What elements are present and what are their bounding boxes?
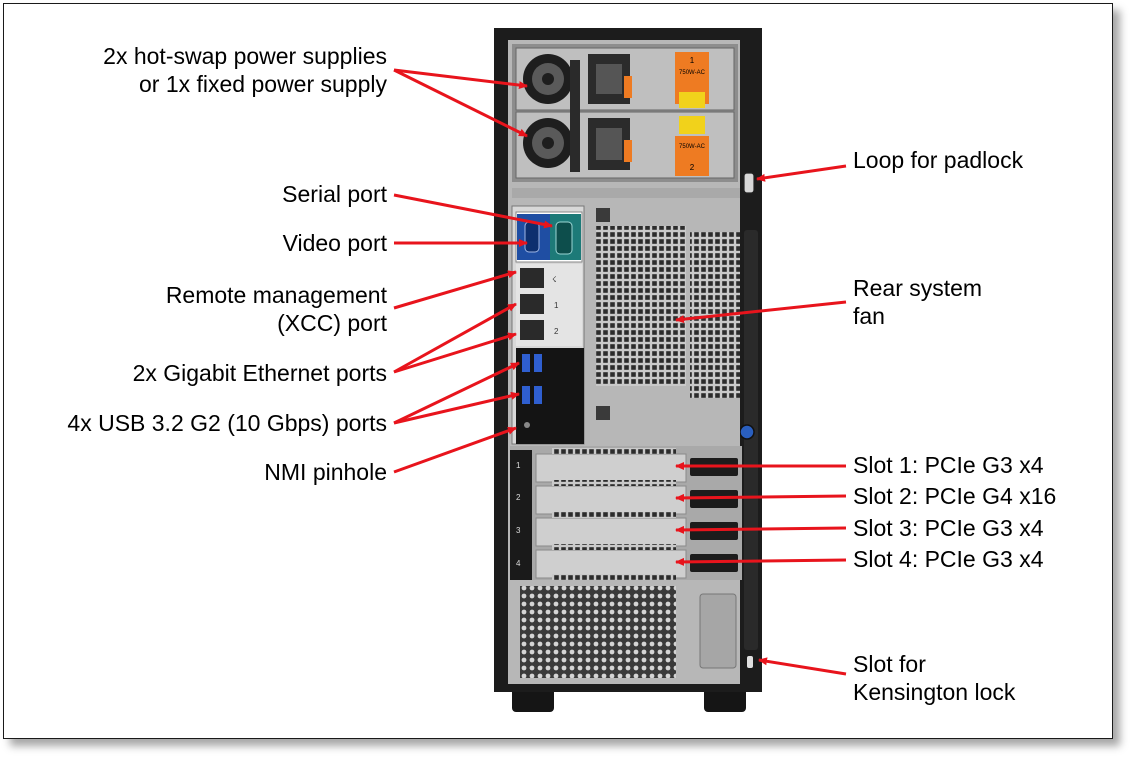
kensington-cover [699,593,737,669]
chassis-foot-left [512,686,554,712]
chassis-side-rail [744,230,758,650]
slot-number-2: 2 [516,493,521,502]
kensington-slot [747,656,753,668]
label-remote-management: Remote management (XCC) port [165,282,387,336]
label-video-port: Video port [282,230,387,256]
slot-number-4: 4 [516,559,521,568]
ethernet-port-1 [520,294,544,314]
arrow-psu-2 [393,68,528,138]
xcc-ethernet-port [520,268,544,288]
psu-2-label [675,136,709,176]
label-rear-fan: Rear system fan [853,275,983,329]
usb-port [522,354,530,372]
warning-label [679,116,705,134]
arrow-kensington [758,657,847,676]
slot-number-1: 1 [516,461,521,470]
psu-2-rating: 750W-AC [679,144,706,150]
label-serial-port: Serial port [282,181,387,207]
psu-2: 750W-AC 2 [515,111,735,179]
psu-2-bay-number: 2 [690,163,695,172]
label-gigabit-ethernet: 2x Gigabit Ethernet ports [132,360,387,386]
ethernet-port-2 [520,320,544,340]
warning-label [679,92,705,108]
pcie-slot-4 [535,549,687,579]
arrow-psu-1 [393,68,528,90]
arrow-slot-4 [675,557,847,566]
chassis-foot-right [704,686,746,712]
ethernet-ports: ☇ 1 2 [516,264,582,346]
usb-ports [516,348,584,444]
arrow-padlock [756,164,847,182]
fan-vent [596,226,686,386]
pcie-slot-2 [535,485,687,515]
bottom-vent [520,586,676,678]
padlock-loop [743,172,755,194]
label-kensington-lock: Slot for Kensington lock [853,651,1016,705]
label-slot-1: Slot 1: PCIe G3 x4 [853,452,1044,478]
arrow-usb-1 [393,361,520,425]
eth1-port-mark: 1 [554,301,559,310]
arrow-fan [675,300,847,324]
label-usb-ports: 4x USB 3.2 G2 (10 Gbps) ports [67,410,387,436]
label-slot-2: Slot 2: PCIe G4 x16 [853,483,1057,509]
usb-port [534,354,542,372]
thumbscrew-blue [739,424,755,440]
arrow-eth-2 [393,332,517,374]
arrow-slot-3 [675,525,847,534]
arrow-xcc [393,270,517,310]
callout-arrows [393,68,847,676]
arrow-eth-1 [393,302,517,374]
arrow-slot-2 [675,493,847,502]
usb-port [534,386,542,404]
label-slot-4: Slot 4: PCIe G3 x4 [853,546,1044,572]
label-slot-3: Slot 3: PCIe G3 x4 [853,515,1044,541]
nmi-pinhole [524,422,530,428]
arrow-nmi [393,426,517,474]
pcie-slot-3 [535,517,687,547]
pcie-slot-1 [535,453,687,483]
psu-1: 1 750W-AC [515,47,735,111]
psu-1-bay-number: 1 [690,56,695,65]
eth2-port-mark: 2 [554,327,559,336]
usb-port [522,386,530,404]
label-nmi-pinhole: NMI pinhole [264,459,387,485]
label-padlock-loop: Loop for padlock [853,147,1024,173]
arrow-usb-2 [393,391,520,425]
arrow-serial [393,193,553,229]
psu-1-rating: 750W-AC [679,70,706,76]
xcc-port-mark: ☇ [552,275,557,284]
slot-number-3: 3 [516,526,521,535]
label-power-supplies: 2x hot-swap power supplies or 1x fixed p… [103,43,387,97]
